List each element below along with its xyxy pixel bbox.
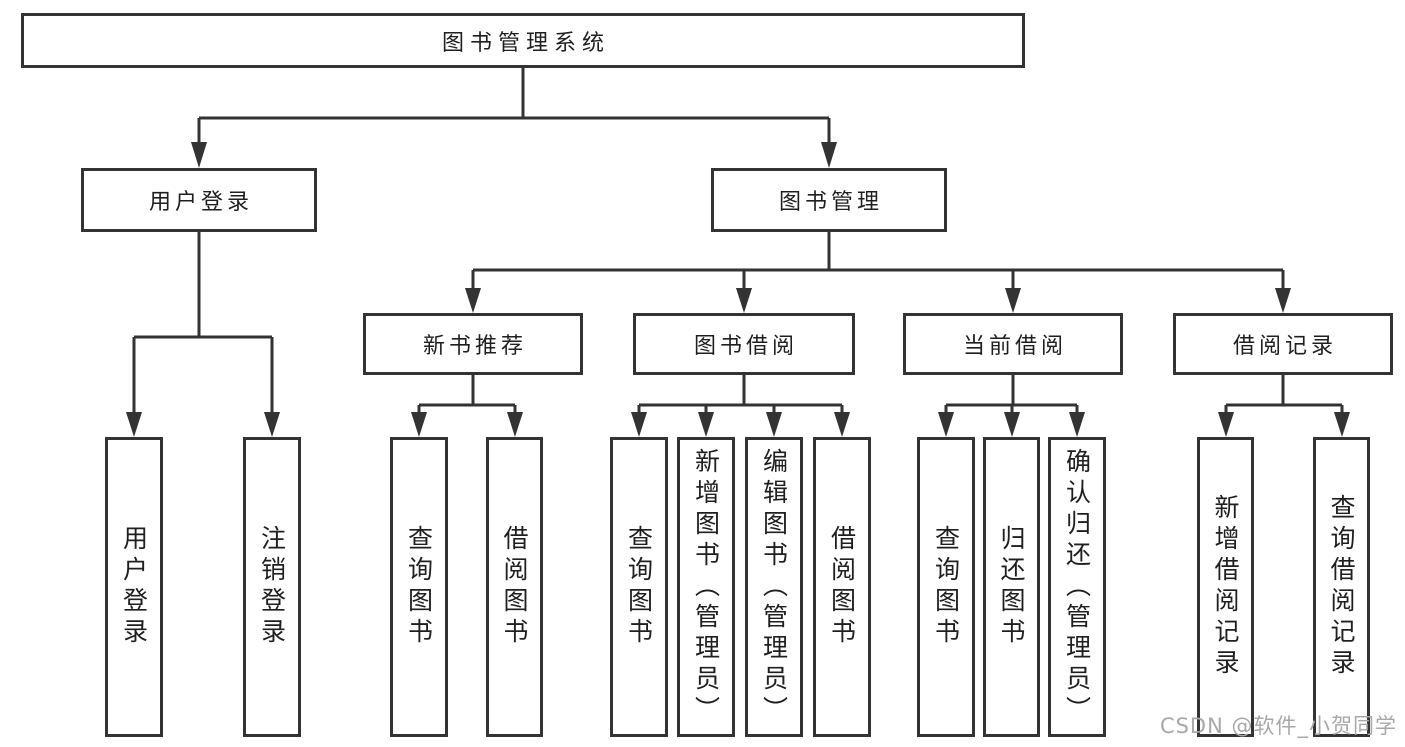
leaf-current-confirm-return-admin: 确认归还（管理员） (1048, 437, 1106, 737)
csdn-watermark: CSDN @软件_小贺同学 (1159, 714, 1397, 738)
node-root-library-management-system: 图书管理系统 (21, 13, 1025, 68)
node-book-management: 图书管理 (711, 168, 947, 232)
leaf-recommend-borrow-book: 借阅图书 (486, 437, 543, 737)
leaf-borrow-query-book: 查询图书 (610, 437, 668, 737)
node-user-login: 用户登录 (81, 168, 317, 232)
leaf-record-add-borrow-record: 新增借阅记录 (1197, 437, 1254, 737)
node-book-borrow: 图书借阅 (633, 313, 855, 375)
node-current-borrow: 当前借阅 (903, 313, 1123, 375)
node-new-book-recommend: 新书推荐 (363, 313, 583, 375)
leaf-borrow-edit-book-admin: 编辑图书（管理员） (745, 437, 803, 737)
node-borrow-record: 借阅记录 (1173, 313, 1393, 375)
leaf-borrow-borrow-book: 借阅图书 (813, 437, 871, 737)
leaf-current-return-book: 归还图书 (983, 437, 1040, 737)
leaf-record-query-borrow-record: 查询借阅记录 (1313, 437, 1370, 737)
leaf-recommend-query-book: 查询图书 (390, 437, 448, 737)
leaf-borrow-add-book-admin: 新增图书（管理员） (677, 437, 735, 737)
leaf-current-query-book: 查询图书 (917, 437, 975, 737)
leaf-logout: 注销登录 (243, 437, 301, 737)
leaf-user-login: 用户登录 (105, 437, 163, 737)
